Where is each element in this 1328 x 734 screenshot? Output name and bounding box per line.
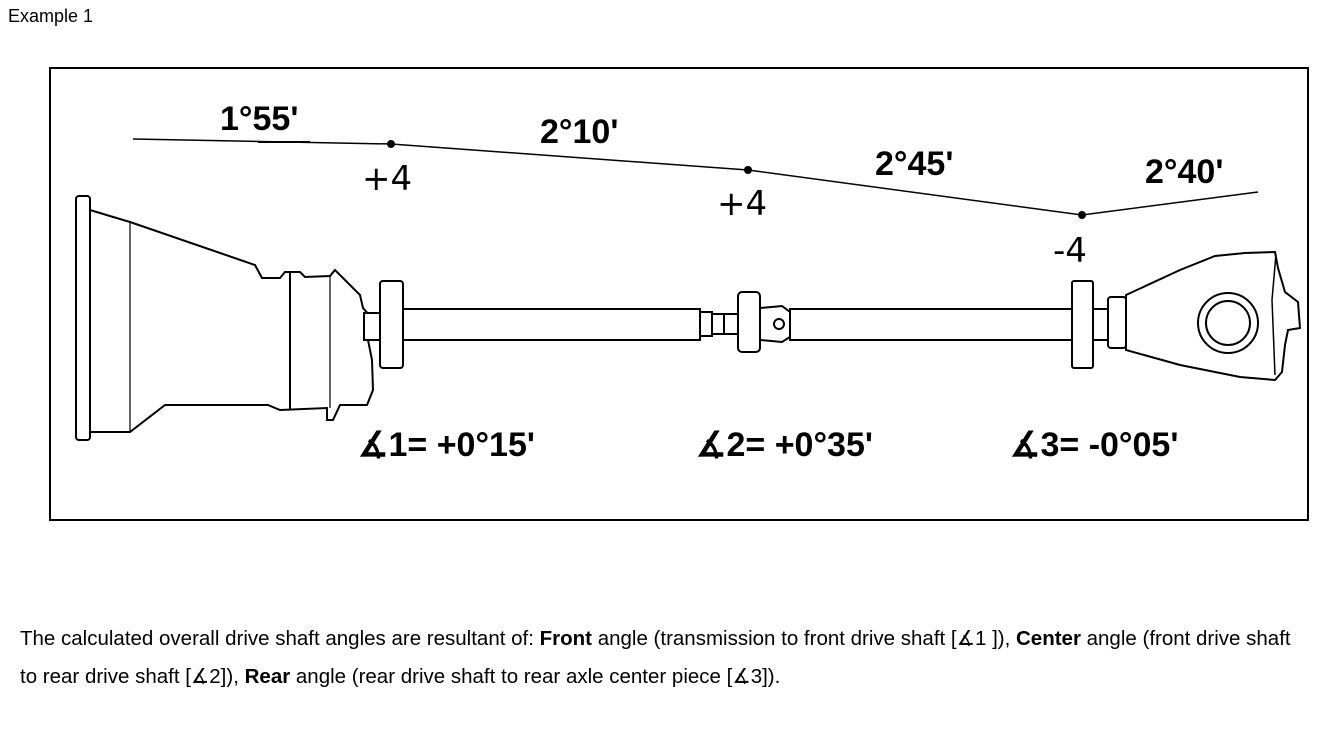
front-drive-shaft	[363, 280, 739, 369]
caption-paragraph: The calculated overall drive shaft angle…	[20, 620, 1310, 696]
rear-axle-center-piece	[1107, 250, 1302, 382]
center-joint	[737, 291, 791, 353]
joint-mark-2: +4	[717, 184, 767, 224]
joint-dot-2	[744, 166, 752, 174]
joint-dot-1	[387, 140, 395, 148]
caption-text: angle (transmission to front drive shaft…	[592, 627, 1016, 650]
caption-text: angle (front drive shaft to rear drive s…	[20, 627, 1291, 688]
segment-angle-1: 1°55'	[220, 100, 298, 138]
caption-rear: Rear	[244, 665, 291, 688]
rear-drive-shaft	[789, 280, 1109, 369]
joint-mark-1: +4	[362, 159, 412, 199]
joint-dot-3	[1078, 211, 1086, 219]
diagram-frame	[49, 67, 1309, 521]
joint-angle-2: ∡2= +0°35'	[696, 426, 873, 464]
segment-angle-3: 2°45'	[875, 145, 953, 183]
segment-angle-4: 2°40'	[1145, 153, 1223, 191]
caption-text: angle (rear drive shaft to rear axle cen…	[290, 665, 781, 688]
joint-angle-3: ∡3= -0°05'	[1010, 426, 1178, 464]
angle-line	[132, 138, 1259, 216]
caption-text: The calculated overall drive shaft angle…	[20, 627, 540, 650]
joint-angle-1: ∡1= +0°15'	[358, 426, 535, 464]
caption-center: Center	[1016, 627, 1081, 650]
transmission	[75, 195, 375, 441]
joint-mark-3: -4	[1053, 231, 1087, 271]
example-title: Example 1	[8, 6, 94, 26]
segment-angle-2: 2°10'	[540, 113, 618, 151]
caption-front: Front	[539, 627, 592, 650]
